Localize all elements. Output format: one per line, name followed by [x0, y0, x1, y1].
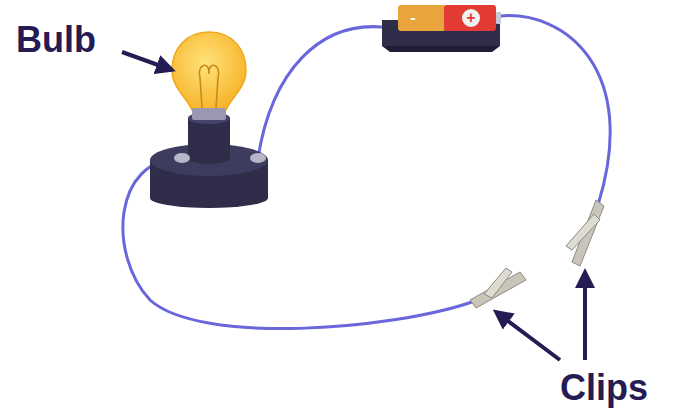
bulb-holder: [150, 112, 268, 208]
part-label: Bulb: [16, 22, 96, 58]
part-label: Clips: [560, 370, 648, 406]
light-bulb: [172, 32, 246, 120]
leader-arrow: [496, 312, 560, 360]
wire: [500, 16, 610, 205]
battery: [382, 5, 501, 52]
wire: [123, 158, 472, 329]
alligator-clip: [566, 200, 604, 266]
leader-arrow: [583, 272, 587, 360]
leader-arrow: [122, 52, 172, 70]
wire: [258, 27, 382, 158]
leader-arrow: [122, 52, 585, 360]
terminal-sign: -: [410, 10, 415, 26]
alligator-clip: [470, 268, 526, 308]
wire: [123, 16, 610, 329]
terminal-sign: +: [466, 10, 475, 26]
